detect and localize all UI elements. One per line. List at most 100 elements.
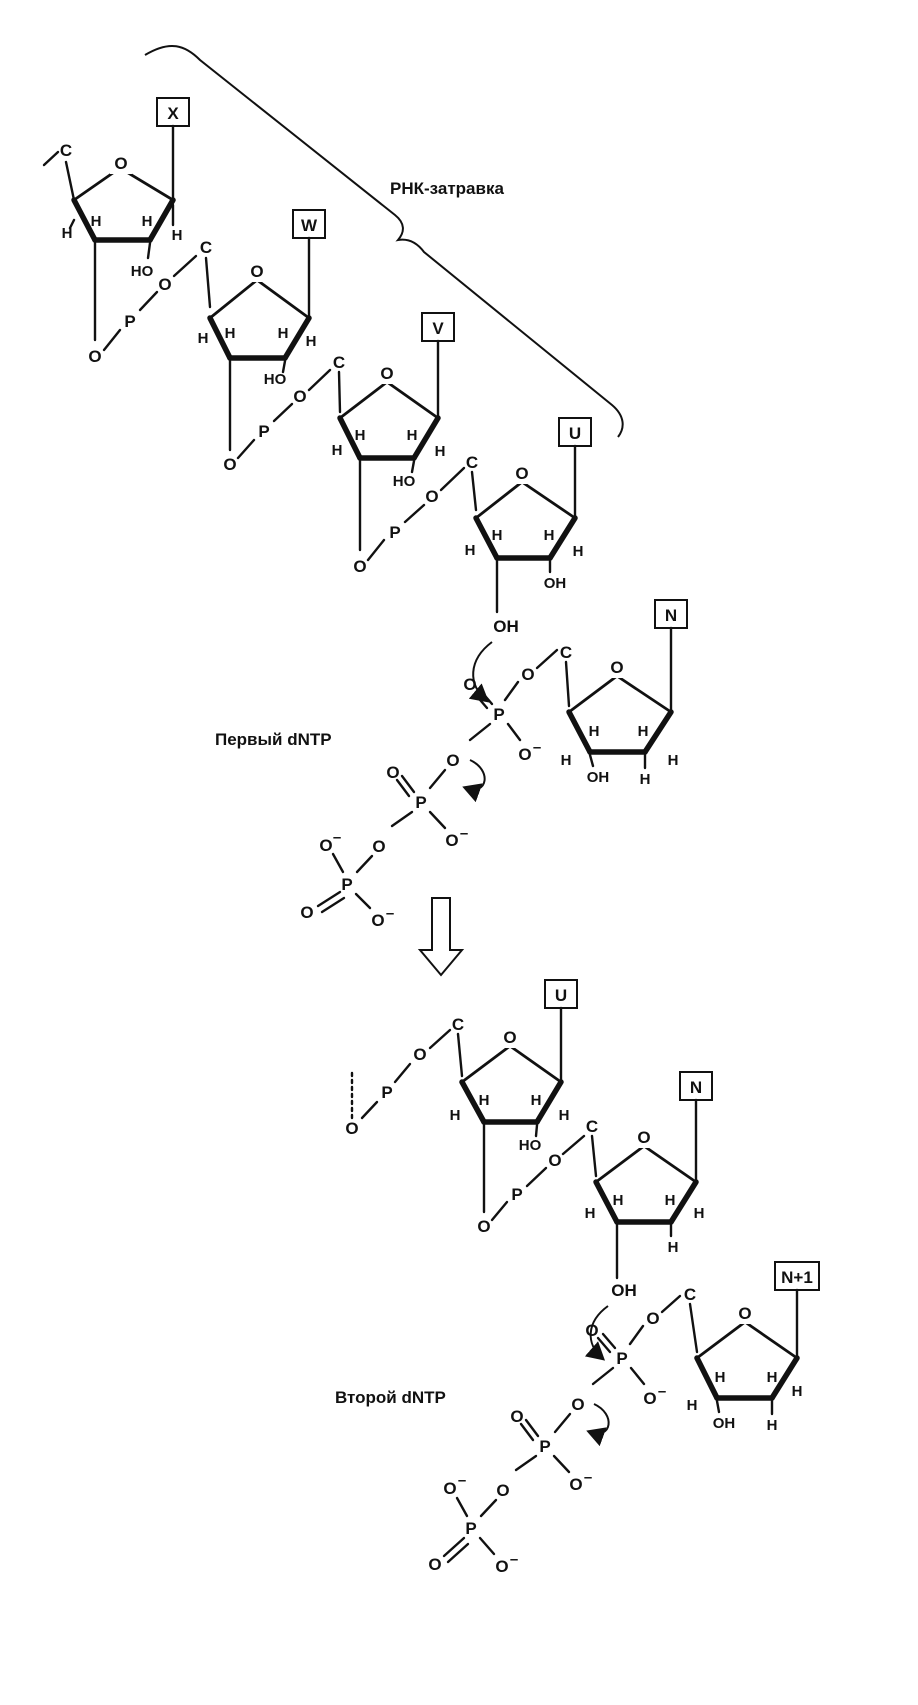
svg-text:O: O	[443, 1479, 456, 1498]
svg-text:O: O	[250, 262, 263, 281]
svg-text:O: O	[158, 275, 171, 294]
svg-text:OH: OH	[544, 575, 567, 592]
reaction-arrow	[417, 897, 465, 977]
svg-text:P: P	[389, 523, 400, 542]
svg-text:O: O	[293, 387, 306, 406]
svg-text:H: H	[687, 1397, 698, 1414]
svg-text:O: O	[463, 675, 476, 694]
svg-text:O: O	[353, 557, 366, 576]
svg-text:OH: OH	[587, 769, 610, 786]
svg-text:O: O	[569, 1475, 582, 1494]
svg-text:O: O	[495, 1557, 508, 1576]
product-base-label-n: N	[690, 1078, 702, 1097]
svg-text:H: H	[640, 771, 651, 788]
attack-arrow-2	[584, 1305, 609, 1361]
sugar-unit-x: X O C H H H H HO O P O	[42, 97, 198, 366]
svg-text:O: O	[445, 831, 458, 850]
svg-text:H: H	[715, 1369, 726, 1386]
svg-text:H: H	[767, 1417, 778, 1434]
svg-text:O: O	[345, 1119, 358, 1138]
svg-text:H: H	[665, 1192, 676, 1209]
svg-text:HO: HO	[131, 263, 154, 280]
svg-text:H: H	[544, 527, 555, 544]
svg-text:HO: HO	[393, 473, 416, 490]
svg-text:–: –	[460, 825, 468, 842]
svg-text:C: C	[333, 353, 345, 372]
svg-text:O: O	[548, 1151, 561, 1170]
svg-text:O: O	[319, 836, 332, 855]
svg-text:O: O	[413, 1045, 426, 1064]
base-box-u	[558, 417, 592, 447]
svg-text:O: O	[637, 1128, 650, 1147]
svg-text:P: P	[493, 705, 504, 724]
svg-text:O: O	[88, 347, 101, 366]
leaving-arrow-1	[462, 759, 486, 803]
first-dntp-label: Первый dNTP	[215, 730, 332, 749]
base-label-u: U	[569, 424, 581, 443]
svg-text:O: O	[386, 763, 399, 782]
svg-text:HO: HO	[264, 371, 287, 388]
svg-text:P: P	[258, 422, 269, 441]
svg-text:–: –	[658, 1383, 666, 1400]
attack-arrow-1	[468, 641, 493, 703]
base-box-v	[421, 312, 455, 342]
svg-text:H: H	[407, 427, 418, 444]
svg-text:C: C	[452, 1015, 464, 1034]
svg-text:HO: HO	[519, 1137, 542, 1154]
svg-text:–: –	[584, 1469, 592, 1486]
svg-text:O: O	[425, 487, 438, 506]
svg-text:O: O	[738, 1304, 751, 1323]
svg-text:H: H	[573, 543, 584, 560]
second-dntp-label: Второй dNTP	[335, 1388, 446, 1407]
svg-text:O: O	[646, 1309, 659, 1328]
svg-text:P: P	[465, 1519, 476, 1538]
svg-text:H: H	[492, 527, 503, 544]
svg-text:O: O	[643, 1389, 656, 1408]
product-base-box-n	[679, 1071, 713, 1101]
svg-text:P: P	[341, 875, 352, 894]
svg-text:H: H	[531, 1092, 542, 1109]
base-label-n-plus-1: N+1	[781, 1268, 813, 1287]
base-label-w: W	[301, 216, 318, 235]
svg-text:H: H	[767, 1369, 778, 1386]
svg-text:H: H	[62, 225, 73, 242]
svg-text:H: H	[613, 1192, 624, 1209]
svg-text:O: O	[515, 464, 528, 483]
svg-text:H: H	[332, 442, 343, 459]
svg-text:O: O	[496, 1481, 509, 1500]
svg-text:O: O	[521, 665, 534, 684]
svg-text:O: O	[477, 1217, 490, 1236]
svg-text:O: O	[223, 455, 236, 474]
svg-text:C: C	[586, 1117, 598, 1136]
svg-text:–: –	[386, 905, 394, 922]
svg-text:H: H	[198, 330, 209, 347]
svg-text:H: H	[792, 1383, 803, 1400]
svg-text:O: O	[518, 745, 531, 764]
svg-text:H: H	[278, 325, 289, 342]
svg-text:O: O	[300, 903, 313, 922]
svg-text:P: P	[511, 1185, 522, 1204]
svg-text:H: H	[225, 325, 236, 342]
base-label-x: X	[167, 104, 179, 123]
svg-text:C: C	[200, 238, 212, 257]
svg-text:OH: OH	[611, 1281, 637, 1300]
base-box-w	[292, 209, 326, 239]
base-label-v: V	[432, 319, 444, 338]
svg-text:C: C	[466, 453, 478, 472]
svg-text:–: –	[510, 1551, 518, 1568]
sugar-unit-u: C U O H H H H OH OH	[465, 417, 592, 703]
svg-text:H: H	[638, 723, 649, 740]
svg-text:H: H	[450, 1107, 461, 1124]
base-label-n: N	[665, 606, 677, 625]
svg-text:P: P	[381, 1083, 392, 1102]
svg-text:H: H	[355, 427, 366, 444]
base-box-n-plus-1	[774, 1261, 820, 1291]
svg-text:C: C	[560, 643, 572, 662]
product-sugar-n: C N O H H H H H OH	[584, 1071, 713, 1361]
svg-text:P: P	[124, 312, 135, 331]
sugar-unit-w: C W O H H H H HO O P O	[198, 209, 332, 474]
svg-text:H: H	[306, 333, 317, 350]
svg-text:–: –	[458, 1472, 466, 1489]
svg-text:O: O	[503, 1028, 516, 1047]
